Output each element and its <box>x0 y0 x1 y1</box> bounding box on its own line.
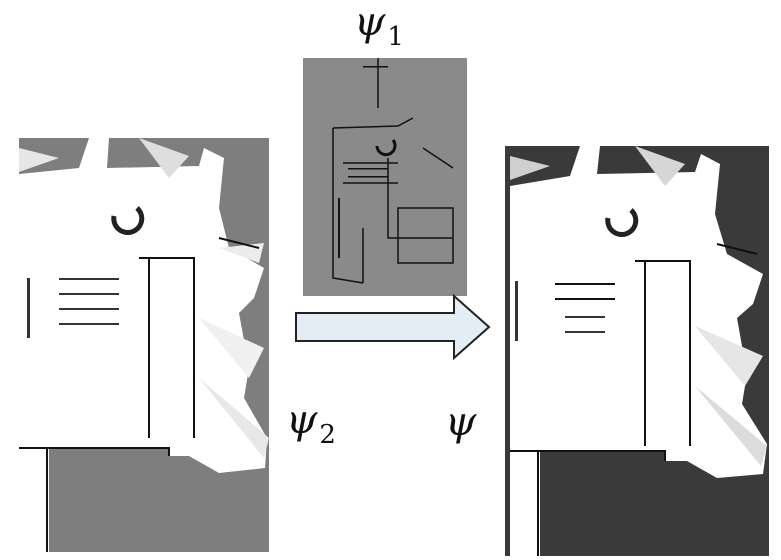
label-psi: ψ <box>445 402 478 450</box>
label-psi1-symbol: ψ <box>354 0 386 45</box>
label-psi2-symbol: ψ <box>286 397 318 443</box>
label-psi1-subscript: 1 <box>387 22 404 52</box>
map-psi2-graphic <box>19 138 269 552</box>
map-psi2 <box>19 138 269 552</box>
map-psi-graphic <box>505 146 769 556</box>
right-block-arrow-icon <box>295 294 491 360</box>
label-psi2: ψ2 <box>286 400 336 448</box>
map-psi1-graphic <box>303 58 467 296</box>
transition-arrow <box>294 294 492 360</box>
map-psi <box>505 146 769 556</box>
label-psi-symbol: ψ <box>445 399 477 445</box>
label-psi2-subscript: 2 <box>319 420 336 450</box>
map-psi1 <box>303 58 467 296</box>
label-psi1: ψ1 <box>354 2 404 50</box>
